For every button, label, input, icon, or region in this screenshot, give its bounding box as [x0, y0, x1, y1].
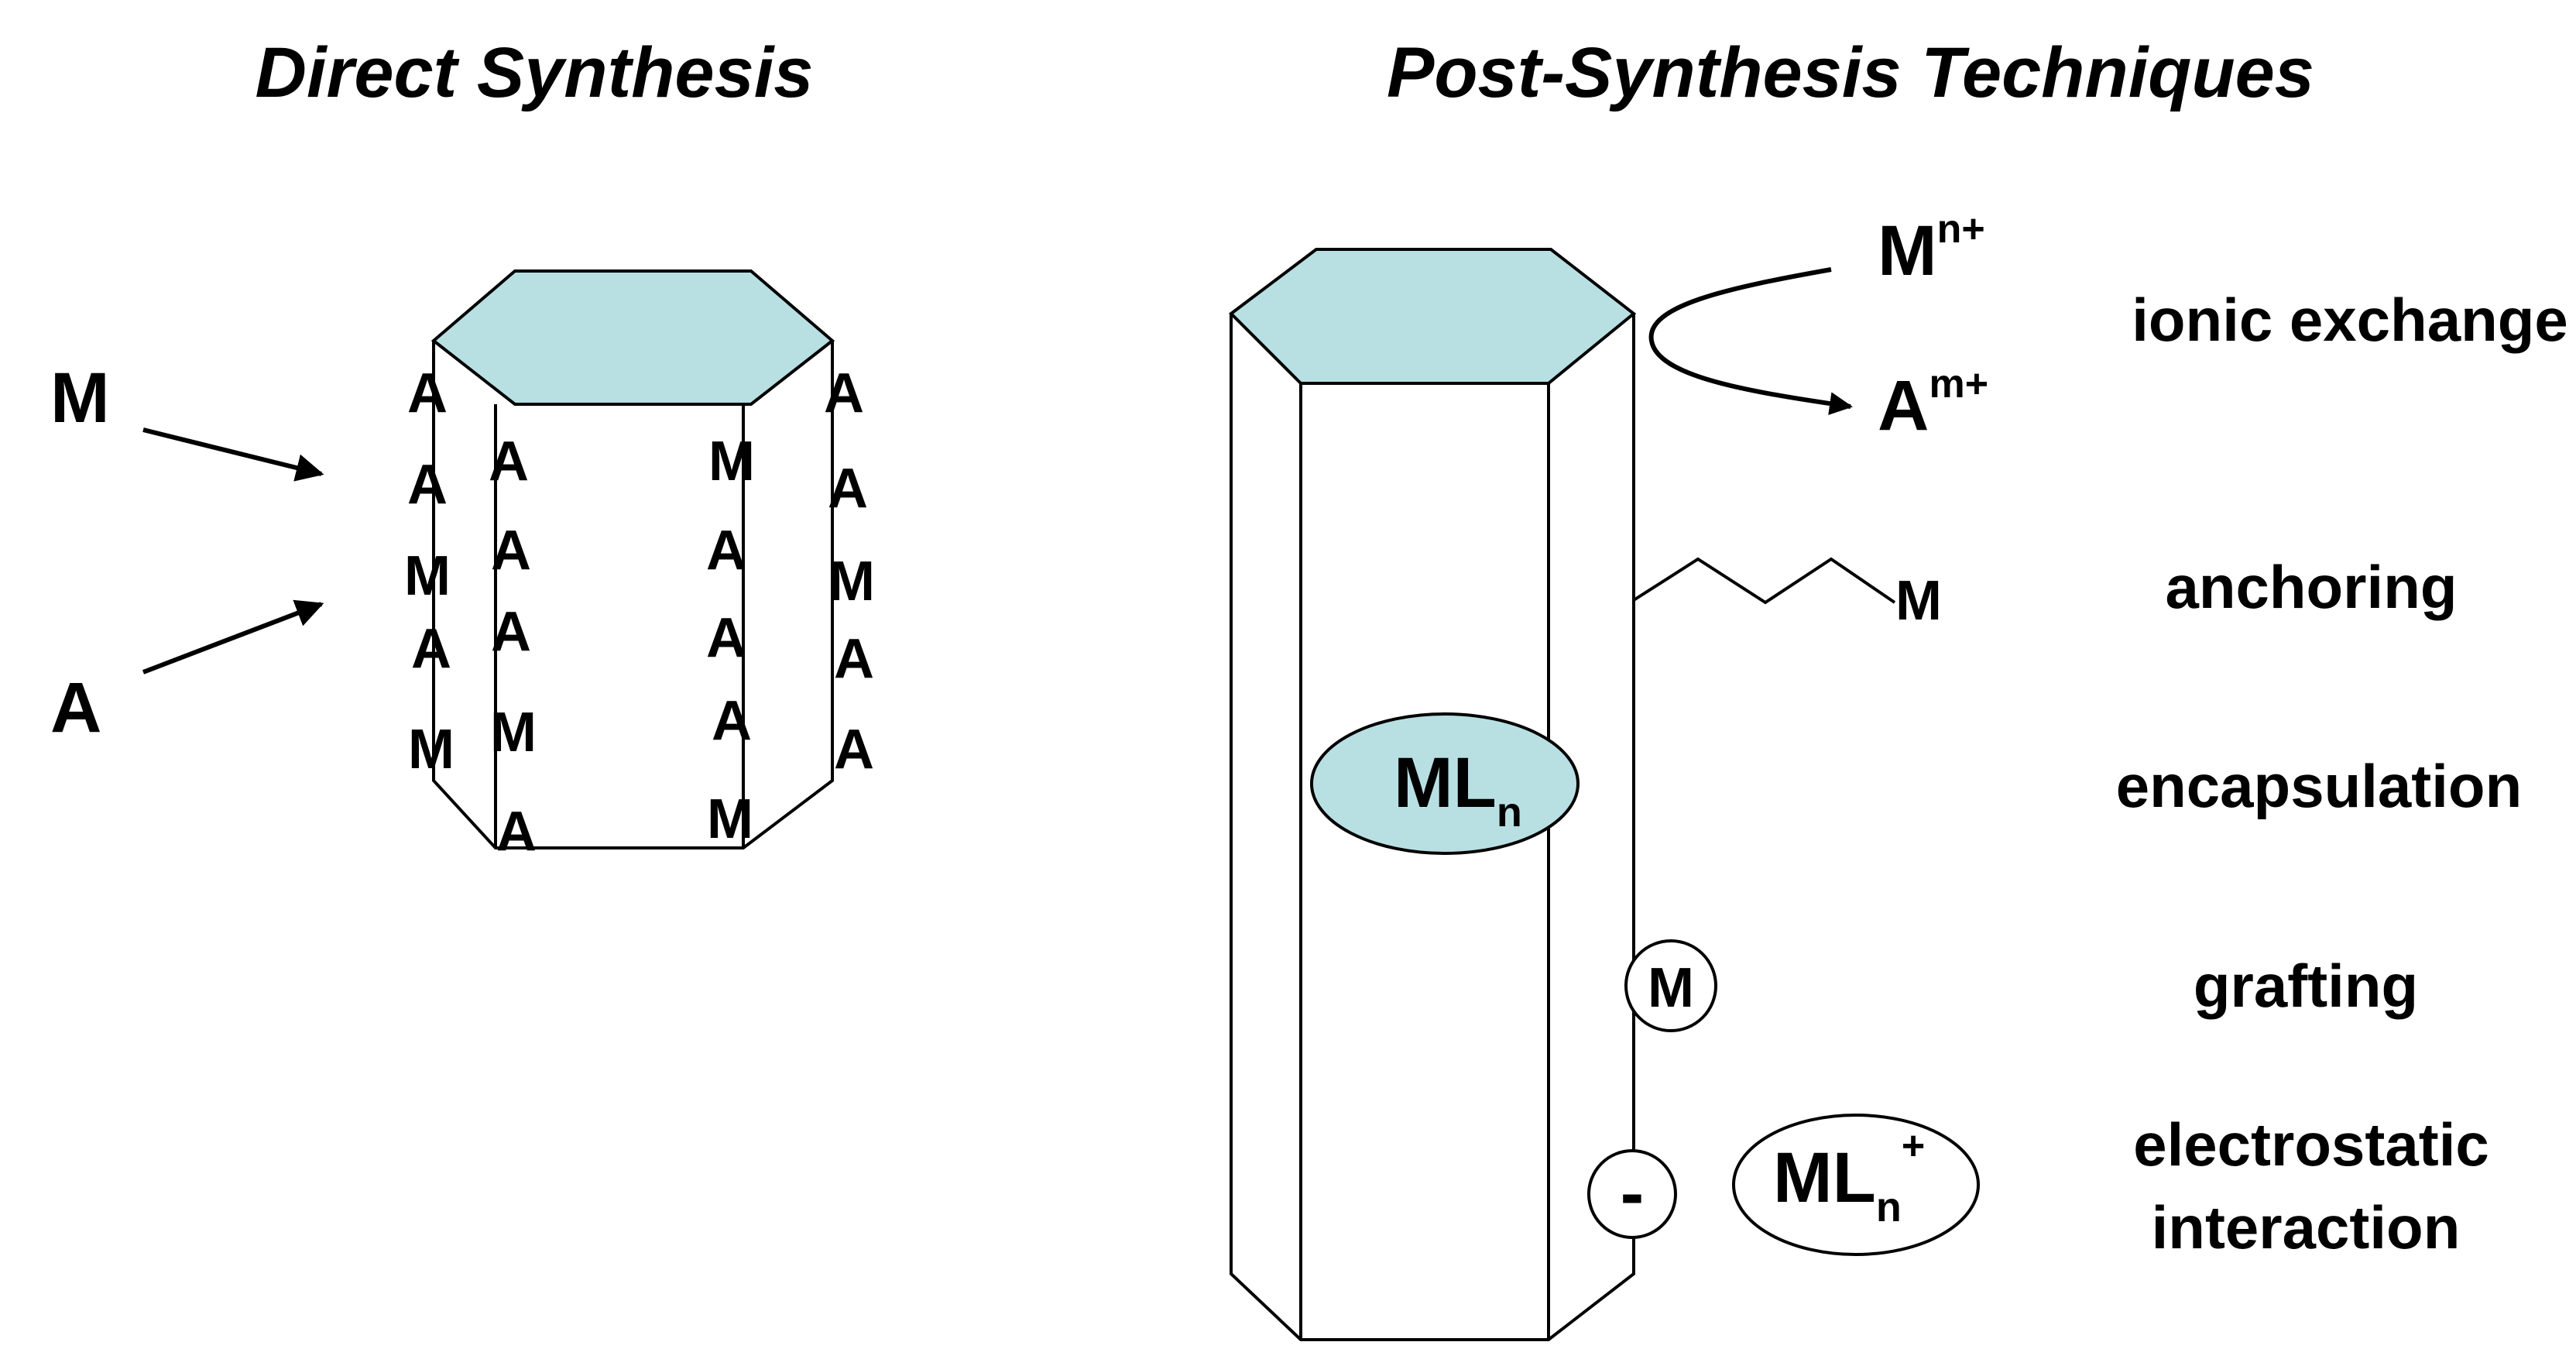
cationic-complex: MLn+ [1773, 1124, 1925, 1230]
site-col3-3: A [706, 607, 746, 669]
site-col1-2: A [407, 454, 448, 516]
site-col4-5: A [834, 719, 874, 781]
site-col4-3: M [828, 551, 875, 613]
acid-input-arrow [142, 599, 324, 674]
ionic-acid: Am+ [1878, 362, 1988, 445]
metal-input-arrow [142, 427, 324, 482]
title-post-synthesis: Post-Synthesis Techniques [1387, 33, 2314, 112]
label-electrostatic: electrostatic [2133, 1110, 2489, 1179]
tall-prism-top-face [1228, 248, 1637, 385]
label-ionic-exchange: ionic exchange [2132, 286, 2568, 354]
site-col3-4: A [712, 690, 752, 752]
site-col1-1: A [407, 362, 448, 424]
site-col3-5: M [707, 788, 753, 850]
site-col3-1: M [708, 431, 755, 493]
negative-charge-circle [1587, 1149, 1677, 1239]
site-col4-1: A [824, 362, 864, 424]
site-col2-2: A [491, 520, 531, 582]
prism-outline [432, 341, 834, 849]
site-col3-2: A [706, 520, 746, 582]
grafted-metal-circle [1624, 939, 1717, 1032]
site-col2-1: A [489, 431, 529, 493]
site-col2-5: A [496, 801, 537, 863]
site-col4-2: A [828, 458, 868, 520]
encapsulated-complex: MLn [1394, 743, 1522, 836]
site-col2-3: A [491, 601, 531, 663]
anchoring-metal: M [1895, 570, 1942, 632]
cationic-complex-ellipse [1732, 1114, 1980, 1256]
title-direct-synthesis: Direct Synthesis [256, 33, 814, 112]
ionic-metal: Mn+ [1878, 207, 1985, 290]
grafted-metal: M [1648, 957, 1694, 1019]
site-col2-4: M [490, 702, 537, 764]
site-col4-4: A [834, 628, 874, 690]
anchoring-chain [1632, 557, 1896, 605]
encapsulated-complex-ellipse [1310, 712, 1580, 855]
tall-prism-outline [1230, 314, 1635, 1341]
site-col1-4: A [411, 618, 451, 680]
site-col1-3: M [404, 545, 451, 607]
post-synthesis-section: Mn+ Am+ ionic exchange M anchoring MLn e… [1228, 207, 2568, 1341]
prism-top-face [430, 269, 835, 406]
site-col1-5: M [408, 719, 454, 781]
label-interaction: interaction [2152, 1193, 2461, 1261]
direct-synthesis-section: M A A A M A M A A A M A M A A A M A A M … [50, 269, 875, 863]
metal-input-label: M [50, 359, 110, 438]
ionic-exchange-arrow [1648, 267, 1853, 416]
label-grafting: grafting [2194, 952, 2418, 1020]
label-anchoring: anchoring [2165, 553, 2457, 621]
label-encapsulation: encapsulation [2116, 752, 2522, 820]
negative-charge: - [1621, 1154, 1645, 1233]
acid-input-label: A [50, 668, 101, 747]
